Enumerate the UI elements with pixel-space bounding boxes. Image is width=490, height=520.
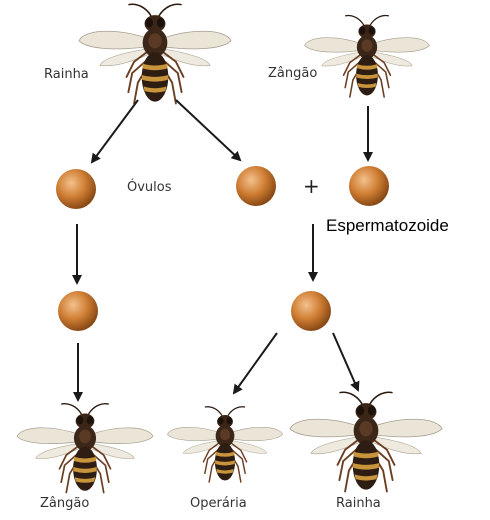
drone-parent-wasp-image	[305, 15, 430, 97]
unfertilized-egg	[58, 291, 98, 331]
drone-offspring-wasp-image	[17, 404, 153, 493]
ovule-egg-left	[56, 169, 96, 209]
worker-offspring-wasp-image	[167, 407, 282, 482]
drone-parent-label: Zângão	[268, 66, 317, 81]
arrow-fertilized-egg-to-worker	[234, 333, 277, 393]
worker-offspring-label: Operária	[190, 496, 247, 511]
arrow-fertilized-egg-to-queen	[333, 333, 358, 390]
queen-offspring-wasp-image	[290, 392, 442, 491]
queen-parent-label: Rainha	[44, 67, 89, 82]
arrow-queen-to-right-ovule	[176, 100, 240, 160]
queen-parent-wasp-image	[79, 4, 231, 103]
sperm-label: Espermatozoide	[326, 216, 449, 236]
queen-offspring-label: Rainha	[336, 496, 381, 511]
ovule-egg-right	[236, 166, 276, 206]
fertilized-egg	[291, 291, 331, 331]
plus-sign: +	[303, 174, 320, 198]
sperm-cell	[349, 166, 389, 206]
drone-offspring-label: Zângão	[40, 496, 89, 511]
ovules-label: Óvulos	[127, 180, 172, 195]
arrow-queen-to-left-ovule	[92, 100, 138, 162]
